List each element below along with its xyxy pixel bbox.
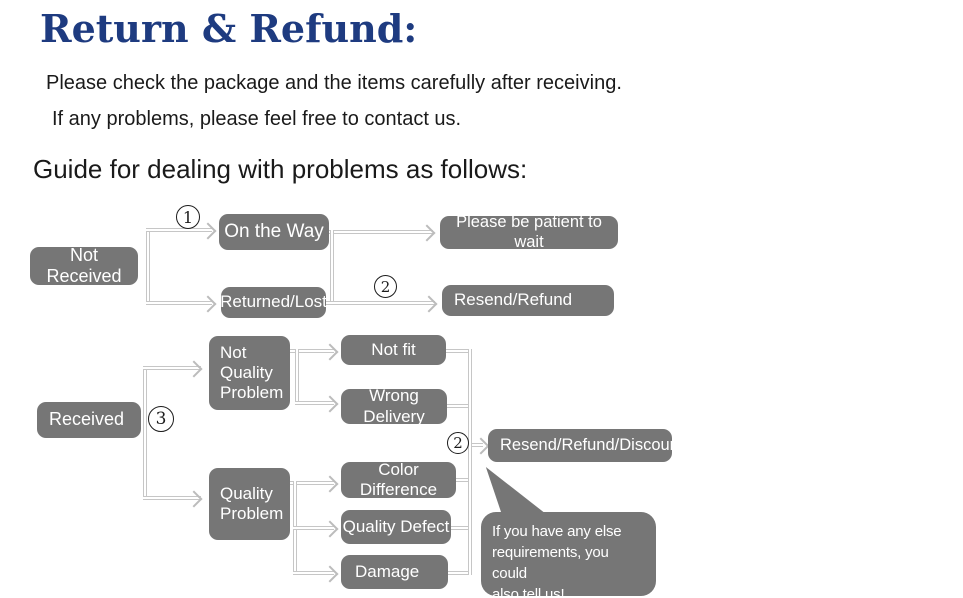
- arrow-right-icon: [199, 295, 217, 313]
- connector-to-returned-lost: [146, 301, 212, 305]
- step-3-badge: 3: [148, 406, 174, 432]
- node-please-be-patient: Please be patient to wait: [440, 213, 618, 251]
- page-title: Return & Refund:: [40, 6, 418, 51]
- connector-results-trunk: [468, 349, 472, 575]
- arrow-right-icon: [321, 520, 339, 538]
- connector-to-please-wait: [329, 230, 433, 234]
- connector-to-on-the-way: [146, 228, 212, 232]
- node-not-quality-problem: Not Quality Problem: [209, 336, 290, 410]
- connector-not-received-trunk: [146, 228, 150, 305]
- node-resend-refund-discount: Resend/Refund/Discount: [488, 429, 683, 462]
- arrow-right-icon: [185, 360, 203, 378]
- connector-color-difference-out: [456, 478, 471, 482]
- node-resend-refund: Resend/Refund: [442, 285, 614, 316]
- connector-damage-out: [448, 571, 471, 575]
- arrow-right-icon: [321, 395, 339, 413]
- node-wrong-delivery: Wrong Delivery: [341, 386, 447, 426]
- connector-to-quality-defect: [293, 526, 334, 530]
- arrow-right-icon: [321, 475, 339, 493]
- step-2-badge: 2: [374, 275, 397, 298]
- connector-to-resend-refund: [326, 301, 435, 305]
- arrow-right-icon: [199, 222, 217, 240]
- connector-to-color-difference: [290, 481, 334, 485]
- intro-line-2: If any problems, please feel free to con…: [52, 108, 462, 130]
- node-quality-problem: Quality Problem: [209, 468, 290, 540]
- node-received: Received: [37, 402, 141, 438]
- arrow-right-icon: [472, 437, 490, 455]
- speech-bubble-tail: [485, 466, 545, 514]
- connector-nqp-branch: [295, 349, 299, 403]
- connector-received-trunk: [143, 366, 147, 500]
- connector-to-quality-problem: [143, 496, 201, 500]
- step-2-badge: 2: [447, 432, 469, 454]
- connector-on-the-way-down: [330, 230, 334, 303]
- intro-line-1: Please check the package and the items c…: [46, 72, 622, 94]
- node-on-the-way: On the Way: [219, 214, 329, 250]
- connector-not-fit-out: [446, 349, 471, 353]
- connector-quality-defect-out: [451, 526, 471, 530]
- node-returned-lost: Returned/Lost: [220, 287, 327, 318]
- connector-to-damage: [293, 571, 334, 575]
- arrow-right-icon: [420, 295, 438, 313]
- connector-wrong-delivery-out: [447, 404, 471, 408]
- arrow-right-icon: [418, 224, 436, 242]
- node-color-difference: Color Difference: [341, 460, 456, 499]
- node-not-received: Not Received: [30, 245, 138, 286]
- connector-to-wrong-delivery: [295, 401, 334, 405]
- arrow-right-icon: [185, 490, 203, 508]
- node-quality-defect: Quality Defect: [341, 510, 451, 544]
- connector-to-not-quality-problem: [143, 366, 201, 370]
- arrow-right-icon: [321, 565, 339, 583]
- guide-heading: Guide for dealing with problems as follo…: [33, 154, 528, 184]
- arrow-right-icon: [321, 343, 339, 361]
- step-1-badge: 1: [176, 205, 200, 229]
- node-not-fit: Not fit: [341, 335, 446, 365]
- speech-bubble: If you have any else requirements, you c…: [481, 512, 656, 598]
- connector-to-not-fit: [290, 349, 334, 353]
- connector-to-resend-refund-discount: [472, 443, 483, 447]
- node-damage: Damage: [341, 555, 448, 589]
